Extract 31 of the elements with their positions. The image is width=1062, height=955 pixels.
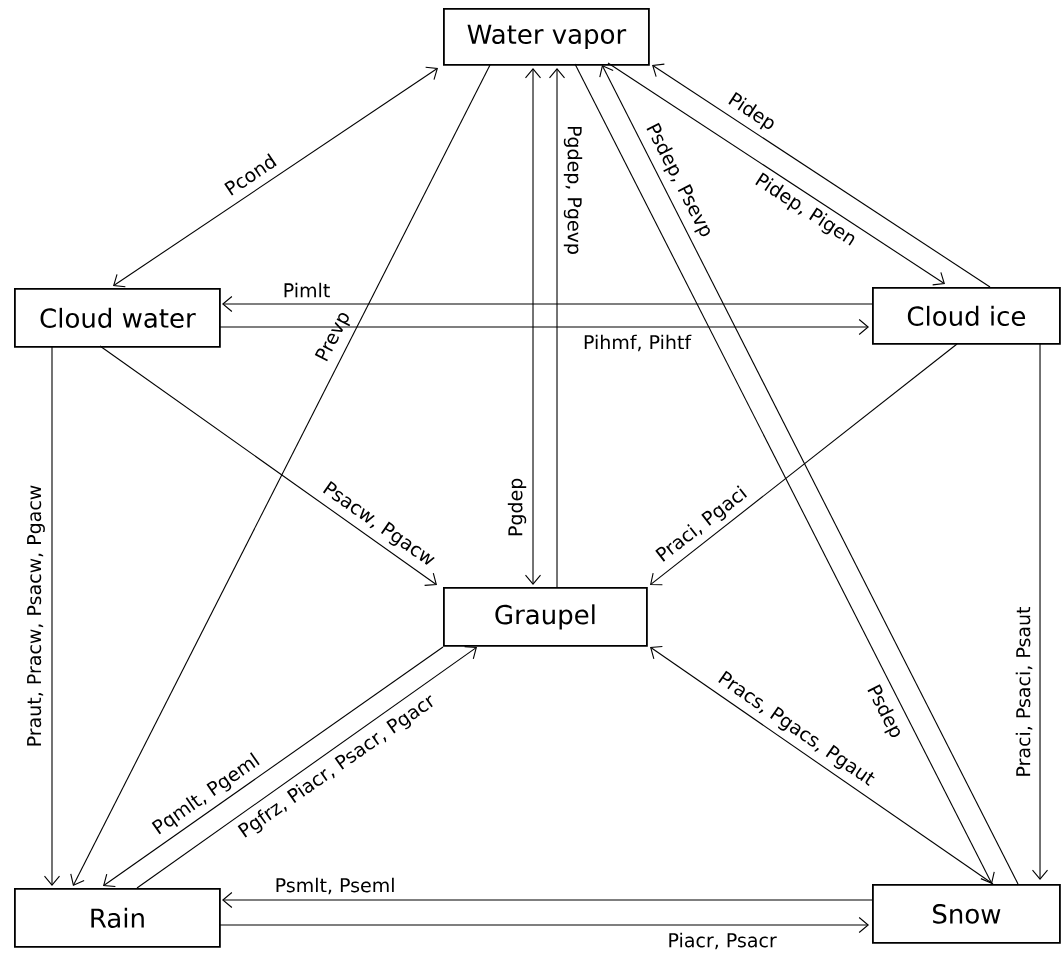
arrow — [650, 343, 958, 586]
edge-label: Pgdep — [507, 478, 527, 536]
process-box: Graupel — [443, 587, 648, 647]
arrow — [218, 318, 869, 336]
arrow — [218, 916, 869, 934]
process-box: Rain — [14, 888, 221, 948]
arrow — [99, 345, 437, 586]
arrow — [524, 68, 542, 585]
arrow — [652, 63, 991, 288]
arrow — [43, 345, 61, 886]
arrow — [607, 62, 945, 286]
arrow — [222, 295, 873, 313]
arrow — [650, 645, 994, 885]
edge-label: Pimlt — [284, 282, 330, 298]
edge-label: Praci, Psaci, Psaut — [1015, 606, 1033, 776]
arrow — [1031, 342, 1049, 880]
process-box: Snow — [872, 884, 1061, 944]
arrow — [548, 68, 566, 588]
edge-label: Praut, Pracw, Psacw, Pgacw — [27, 485, 45, 746]
arrow — [136, 646, 477, 889]
edge-label: Pihmf, Pihtf — [584, 334, 692, 352]
arrow — [70, 64, 491, 886]
process-box: Cloud ice — [872, 287, 1061, 345]
edge-label: Psmlt, Pseml — [276, 877, 394, 895]
arrow — [103, 646, 444, 888]
arrow — [222, 891, 873, 909]
process-box: Water vapor — [443, 8, 650, 66]
edge-label: Piacr, Psacr — [669, 932, 777, 950]
arrow — [113, 66, 438, 288]
edge-label: Pgdep, Pgevp — [563, 126, 583, 254]
process-box: Cloud water — [14, 288, 221, 348]
